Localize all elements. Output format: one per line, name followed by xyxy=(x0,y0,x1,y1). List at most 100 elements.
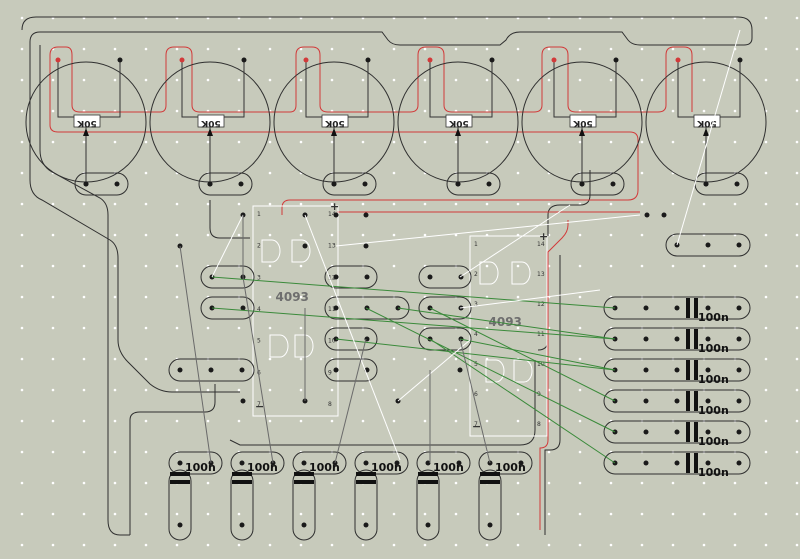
grid-hole xyxy=(485,388,489,392)
chip-pin-label: 3 xyxy=(474,301,478,308)
pad-hole xyxy=(736,242,742,248)
pad-hole xyxy=(238,181,244,187)
jumper-wire-white xyxy=(676,29,741,246)
grid-hole xyxy=(113,47,117,51)
chip-pin-label: 5 xyxy=(474,361,478,368)
pad-hole xyxy=(363,460,369,466)
capacitor-plate xyxy=(694,453,698,473)
jumper-wire-green xyxy=(429,307,616,402)
pad-hole xyxy=(455,181,461,187)
nand-gate-symbol xyxy=(479,261,499,285)
grid-hole xyxy=(795,109,799,113)
pad-strip xyxy=(354,451,409,475)
pad-hole xyxy=(644,212,650,218)
jumper-wire-gray xyxy=(242,276,274,464)
pot-leads xyxy=(677,60,741,118)
grid-hole xyxy=(113,450,117,454)
pad-hole xyxy=(208,367,214,373)
grid-hole xyxy=(609,78,613,82)
grid-hole xyxy=(113,202,117,206)
grid-hole xyxy=(640,233,644,237)
grid-hole xyxy=(20,109,24,113)
pad-hole xyxy=(705,367,711,373)
grid-hole xyxy=(144,47,148,51)
grid-hole xyxy=(268,78,272,82)
pad-hole xyxy=(643,429,649,435)
grid-hole xyxy=(82,419,86,423)
pad-hole xyxy=(705,429,711,435)
pot-value-label: 50K xyxy=(448,118,469,128)
nand-gate-symbol xyxy=(261,239,281,263)
grid-hole xyxy=(764,357,768,361)
grid-hole xyxy=(361,140,365,144)
capacitor-value-label: 100n xyxy=(698,311,729,324)
grid-hole xyxy=(175,78,179,82)
grid-hole xyxy=(733,543,737,547)
chip-pin-label: 2 xyxy=(257,243,261,250)
board-outline xyxy=(21,16,753,536)
jumper-wire-gray xyxy=(334,338,367,464)
pot-value-box xyxy=(445,114,473,128)
grid-hole xyxy=(764,171,768,175)
chip-pin-label: 6 xyxy=(257,369,261,376)
cap-pad-strip xyxy=(478,469,502,541)
pot-value-label: 50K xyxy=(200,118,221,128)
grid-hole xyxy=(51,78,55,82)
grid-hole xyxy=(702,78,706,82)
grid-hole xyxy=(423,233,427,237)
grid-hole xyxy=(51,109,55,113)
pad-strip xyxy=(603,296,751,320)
jumper-wire-white xyxy=(304,214,401,461)
grid-hole xyxy=(547,512,551,516)
pad-hole xyxy=(674,336,680,342)
pad-hole xyxy=(674,429,680,435)
grid-hole xyxy=(392,357,396,361)
grid-hole xyxy=(51,388,55,392)
grid-hole xyxy=(237,140,241,144)
grid-hole xyxy=(516,388,520,392)
pad-strip xyxy=(198,172,253,196)
grid-hole xyxy=(330,512,334,516)
grid-hole xyxy=(82,450,86,454)
grid-hole xyxy=(144,264,148,268)
grid-hole xyxy=(392,47,396,51)
grid-hole xyxy=(299,512,303,516)
pad-strip xyxy=(416,451,471,475)
grid-hole xyxy=(795,481,799,485)
grid-hole xyxy=(144,295,148,299)
grid-hole xyxy=(795,78,799,82)
pot-leads xyxy=(553,60,617,118)
pad-hole xyxy=(83,181,89,187)
grid-hole xyxy=(485,140,489,144)
pad-hole xyxy=(177,522,183,528)
grid-hole xyxy=(516,78,520,82)
grid-hole xyxy=(485,512,489,516)
grid-hole xyxy=(82,47,86,51)
grid-hole xyxy=(51,481,55,485)
grid-hole xyxy=(237,202,241,206)
grid-hole xyxy=(733,109,737,113)
grid-hole xyxy=(144,233,148,237)
grid-hole xyxy=(485,419,489,423)
board-trace xyxy=(129,384,216,535)
grid-hole xyxy=(640,171,644,175)
grid-hole xyxy=(113,78,117,82)
grid-hole xyxy=(51,326,55,330)
grid-hole xyxy=(423,388,427,392)
grid-hole xyxy=(609,512,613,516)
pot-pin xyxy=(365,57,371,63)
grid-hole xyxy=(423,109,427,113)
grid-hole xyxy=(361,233,365,237)
capacitor-plate xyxy=(294,480,314,484)
grid-hole xyxy=(640,512,644,516)
capacitor-value-label: 100n xyxy=(309,461,340,474)
grid-hole xyxy=(20,78,24,82)
jumper-wire-green xyxy=(211,307,616,340)
grid-hole xyxy=(237,419,241,423)
pot-value-label: 50K xyxy=(696,118,717,128)
board-trace xyxy=(544,255,561,535)
grid-hole xyxy=(764,512,768,516)
grid-hole xyxy=(702,47,706,51)
pad-strip xyxy=(200,296,255,320)
